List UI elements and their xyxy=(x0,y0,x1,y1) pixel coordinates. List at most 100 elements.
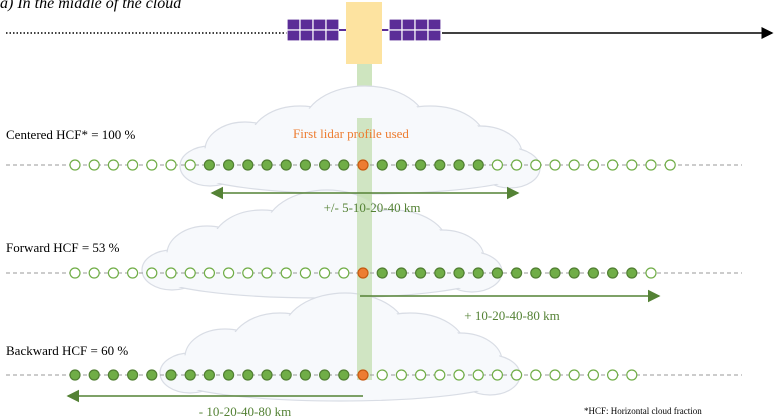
first-lidar-profile-dot xyxy=(357,267,369,279)
first-lidar-profile-dot xyxy=(357,369,369,381)
panel-caption: a) In the middle of the cloud xyxy=(0,0,182,12)
cloudy-profile-dot xyxy=(395,267,407,279)
clear-profile-dot xyxy=(587,159,600,171)
cloudy-profile-dot xyxy=(606,267,619,279)
clear-profile-dot xyxy=(530,369,542,381)
clear-profile-dot xyxy=(626,369,638,381)
clear-profile-dot xyxy=(127,159,139,171)
clear-profile-dot xyxy=(146,267,158,279)
cloudy-profile-dot xyxy=(491,267,503,279)
cloudy-profile-dot xyxy=(472,159,484,171)
clear-profile-dot xyxy=(568,159,580,171)
cloudy-profile-dot xyxy=(280,369,292,381)
clear-profile-dot xyxy=(299,267,311,279)
cloudy-profile-dot xyxy=(184,369,196,381)
clear-profile-dot xyxy=(645,159,657,171)
clear-profile-dot xyxy=(203,267,215,279)
cloudy-profile-dot xyxy=(395,159,407,171)
clear-profile-dot xyxy=(184,159,196,171)
cloudy-profile-dot xyxy=(69,369,81,381)
clear-profile-dot xyxy=(510,369,523,381)
clear-profile-dot xyxy=(549,159,561,171)
cloudy-profile-dot xyxy=(165,369,177,381)
cloudy-profile-dot xyxy=(338,369,350,381)
clear-profile-dot xyxy=(491,159,503,171)
cloudy-profile-dot xyxy=(453,267,465,279)
cloudy-profile-dot xyxy=(376,267,388,279)
row-label-backward: Backward HCF = 60 % xyxy=(6,343,128,358)
clear-profile-dot xyxy=(338,267,350,279)
clear-profile-dot xyxy=(376,369,388,381)
footnote: *HCF: Horizontal cloud fraction xyxy=(584,406,702,416)
cloudy-profile-dot xyxy=(242,369,254,381)
satellite-icon xyxy=(286,2,442,64)
clear-profile-dot xyxy=(107,267,120,279)
cloudy-profile-dot xyxy=(415,267,427,279)
cloudy-profile-dot xyxy=(223,369,235,381)
clear-profile-dot xyxy=(415,369,427,381)
first-profile-label: First lidar profile used xyxy=(293,126,409,141)
row-label-centered: Centered HCF* = 100 % xyxy=(6,127,136,142)
lidar-beam-overlay xyxy=(357,118,372,380)
cloudy-profile-dot xyxy=(510,267,523,279)
cloudy-profile-dot xyxy=(530,267,542,279)
clear-profile-dot xyxy=(472,369,484,381)
clear-profile-dot xyxy=(453,369,465,381)
cloudy-profile-dot xyxy=(434,159,446,171)
cloudy-profile-dot xyxy=(261,159,273,171)
cloudy-profile-dot xyxy=(127,369,139,381)
cloudy-profile-dot xyxy=(280,159,292,171)
clear-profile-dot xyxy=(645,267,657,279)
range-label-centered: +/- 5-10-20-40 km xyxy=(324,200,421,215)
clear-profile-dot xyxy=(165,267,177,279)
row-label-forward: Forward HCF = 53 % xyxy=(6,240,120,255)
clear-profile-dot xyxy=(664,159,676,171)
clear-profile-dot xyxy=(606,159,619,171)
clear-profile-dot xyxy=(491,369,503,381)
cloudy-profile-dot xyxy=(319,159,331,171)
clear-profile-dot xyxy=(280,267,292,279)
cloudy-profile-dot xyxy=(203,159,215,171)
cloudy-profile-dot xyxy=(261,369,273,381)
solar-panel-left xyxy=(286,18,340,42)
cloudy-profile-dot xyxy=(299,369,311,381)
cloudy-profile-dot xyxy=(415,159,427,171)
satellite-body xyxy=(346,2,382,64)
clear-profile-dot xyxy=(510,159,523,171)
clear-profile-dot xyxy=(88,159,100,171)
cloudy-profile-dot xyxy=(568,267,580,279)
solar-panel-right xyxy=(388,18,442,42)
cloudy-profile-dot xyxy=(319,369,331,381)
cloudy-profile-dot xyxy=(88,369,100,381)
range-label-forward: + 10-20-40-80 km xyxy=(464,308,559,323)
clear-profile-dot xyxy=(107,159,120,171)
clear-profile-dot xyxy=(587,369,600,381)
clear-profile-dot xyxy=(626,159,638,171)
cloudy-profile-dot xyxy=(242,159,254,171)
cloudy-profile-dot xyxy=(434,267,446,279)
first-lidar-profile-dot xyxy=(357,159,369,171)
clear-profile-dot xyxy=(184,267,196,279)
cloudy-profile-dot xyxy=(107,369,120,381)
cloudy-profile-dot xyxy=(549,267,561,279)
clear-profile-dot xyxy=(606,369,619,381)
cloudy-profile-dot xyxy=(203,369,215,381)
clear-profile-dot xyxy=(395,369,407,381)
clear-profile-dot xyxy=(568,369,580,381)
clear-profile-dot xyxy=(261,267,273,279)
clear-profile-dot xyxy=(434,369,446,381)
clear-profile-dot xyxy=(165,159,177,171)
cloudy-profile-dot xyxy=(587,267,600,279)
clear-profile-dot xyxy=(242,267,254,279)
cloud-forward xyxy=(141,189,503,299)
clear-profile-dot xyxy=(549,369,561,381)
clear-profile-dot xyxy=(319,267,331,279)
clear-profile-dot xyxy=(127,267,139,279)
cloudy-profile-dot xyxy=(472,267,484,279)
cloudy-profile-dot xyxy=(223,159,235,171)
cloudy-profile-dot xyxy=(338,159,350,171)
cloudy-profile-dot xyxy=(453,159,465,171)
clear-profile-dot xyxy=(223,267,235,279)
clear-profile-dot xyxy=(69,267,81,279)
